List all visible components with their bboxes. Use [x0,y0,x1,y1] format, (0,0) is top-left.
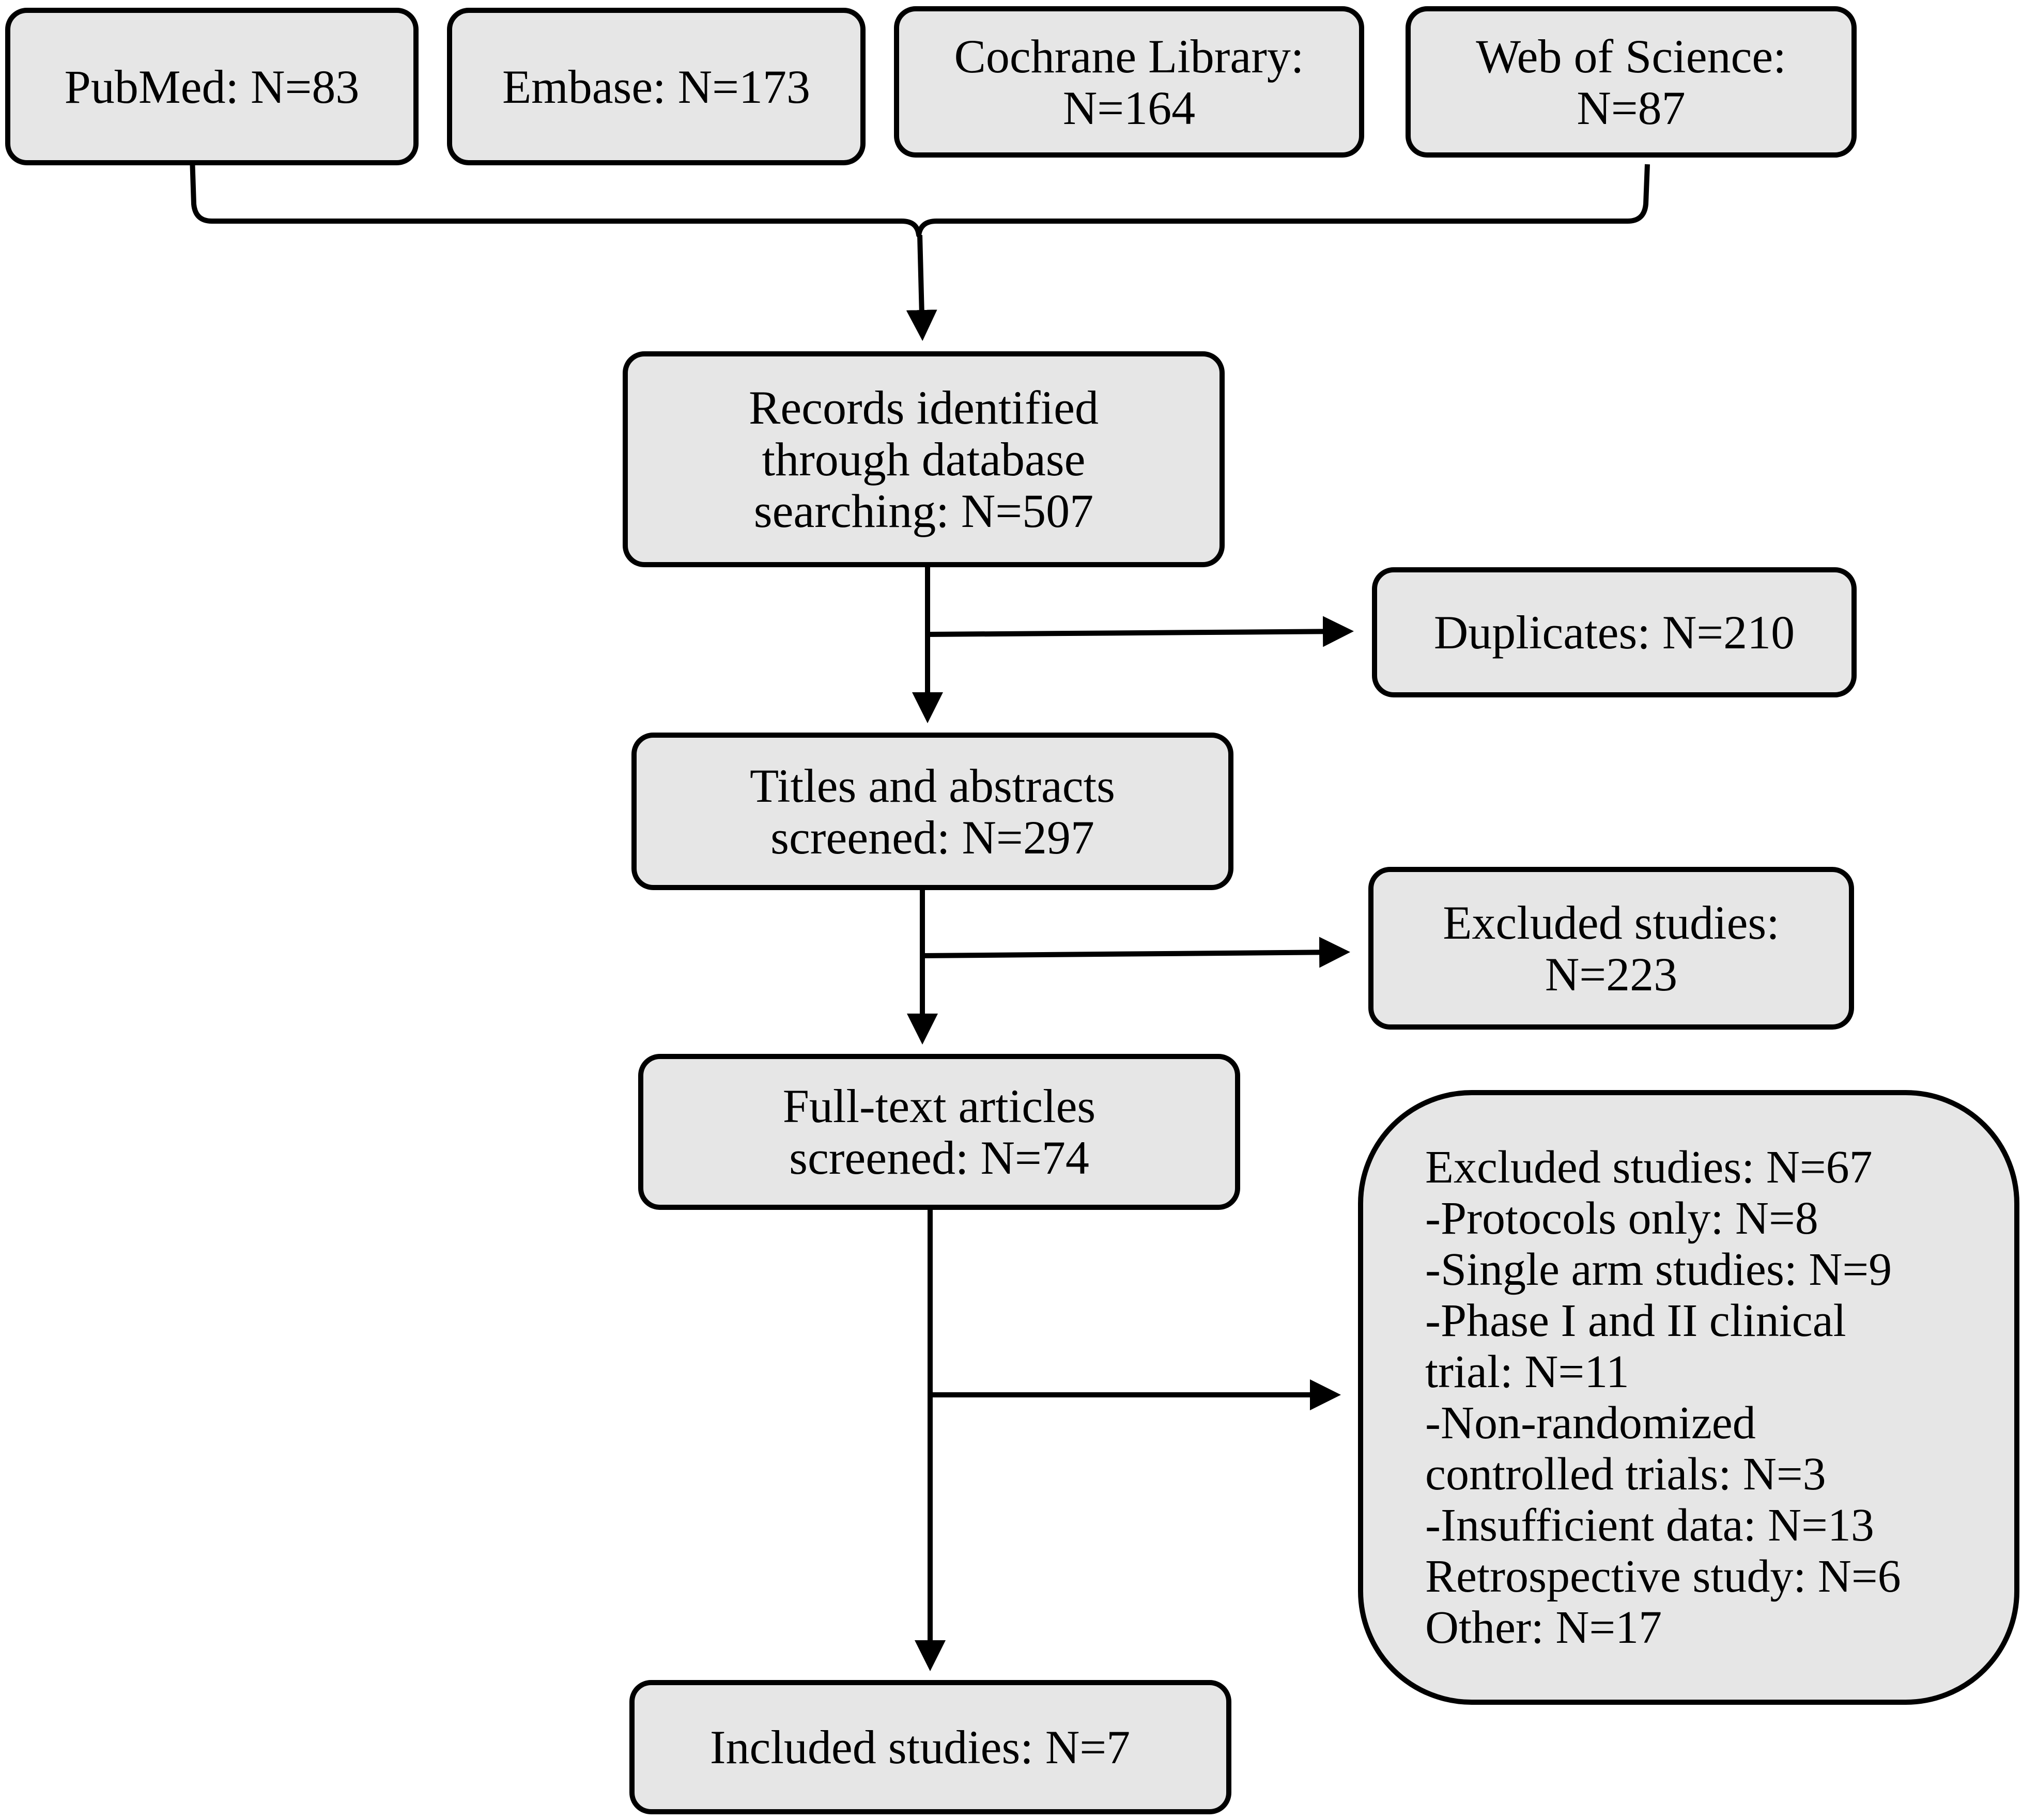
titles-line-2: screened: N=297 [770,811,1094,864]
excluded-fulltext-line: Retrospective study: N=6 [1425,1551,1901,1602]
records-line-1: Records identified [748,381,1099,434]
excluded-titles-line-2: N=223 [1545,947,1678,1001]
records-line-2: through database [762,433,1086,486]
arrow-to-duplicates [927,616,1354,647]
pubmed-box: PubMed: N=83 [5,8,419,165]
records-line-3: searching: N=507 [753,485,1094,537]
embase-label: Embase: N=173 [502,60,811,113]
cochrane-label: Cochrane Library: [954,29,1304,83]
included-studies-box: Included studies: N=7 [629,1680,1231,1814]
excluded-fulltext-line: -Insufficient data: N=13 [1425,1500,1874,1551]
duplicates-label: Duplicates: N=210 [1433,606,1795,659]
web-of-science-label: Web of Science: [1476,29,1786,83]
excluded-fulltext-line: Excluded studies: N=67 [1425,1142,1873,1193]
fulltext-line-1: Full-text articles [782,1080,1096,1132]
web-of-science-count: N=87 [1577,81,1686,134]
cochrane-box: Cochrane Library: N=164 [894,6,1364,158]
pubmed-label: PubMed: N=83 [64,60,360,113]
excluded-fulltext-line: -Protocols only: N=8 [1425,1193,1818,1244]
excluded-fulltext-line: Other: N=17 [1425,1602,1662,1653]
embase-box: Embase: N=173 [447,8,866,165]
duplicates-box: Duplicates: N=210 [1372,567,1857,697]
fulltext-screened-box: Full-text articles screened: N=74 [638,1054,1240,1210]
excluded-titles-box: Excluded studies: N=223 [1368,867,1854,1030]
excluded-fulltext-line: -Phase I and II clinical [1425,1295,1846,1346]
titles-screened-box: Titles and abstracts screened: N=297 [631,733,1233,890]
web-of-science-box: Web of Science: N=87 [1406,6,1857,158]
included-label: Included studies: N=7 [709,1721,1131,1774]
excluded-titles-line-1: Excluded studies: [1443,896,1780,949]
excluded-fulltext-line: -Single arm studies: N=9 [1425,1244,1892,1295]
arrow-to-excluded-titles [922,937,1350,968]
arrow-to-records [906,235,937,341]
excluded-fulltext-box: Excluded studies: N=67 -Protocols only: … [1358,1090,2019,1705]
excluded-fulltext-line: trial: N=11 [1425,1346,1629,1397]
database-bracket [190,157,1650,238]
cochrane-count: N=164 [1062,81,1196,134]
excluded-fulltext-line: controlled trials: N=3 [1425,1449,1826,1500]
records-identified-box: Records identified through database sear… [623,351,1225,567]
fulltext-line-2: screened: N=74 [789,1131,1089,1184]
titles-line-1: Titles and abstracts [750,759,1115,812]
excluded-fulltext-line: -Non-randomized [1425,1397,1756,1449]
